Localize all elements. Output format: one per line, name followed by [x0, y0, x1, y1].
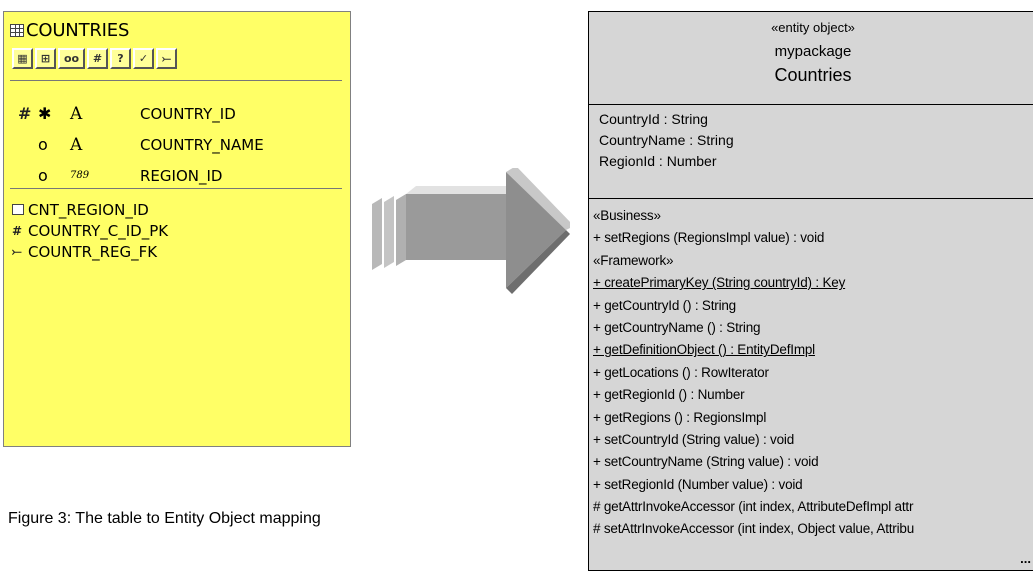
primary-key-icon: # [12, 223, 23, 238]
constraint-name: COUNTRY_C_ID_PK [28, 221, 169, 240]
table-column-row: o A COUNTRY_NAME [18, 129, 264, 160]
operation-group-stereotype: «Business» [593, 208, 661, 223]
entity-class-box: «entity object» mypackage Countries Coun… [588, 11, 1033, 571]
entity-operation: + setRegionId (Number value) : void [593, 476, 803, 492]
entity-operation: + getLocations () : RowIterator [593, 364, 769, 380]
entity-attribute: CountryName : String [599, 132, 734, 148]
index-icon[interactable]: ⊞ [35, 48, 56, 69]
entity-stereotype: «entity object» [771, 20, 855, 35]
mandatory-symbol: ✱ [38, 104, 52, 123]
entity-attribute: CountryId : String [599, 111, 708, 127]
more-ellipsis: ... [1020, 551, 1031, 566]
figure-caption: Figure 3: The table to Entity Object map… [8, 510, 321, 527]
key-symbol: # [18, 104, 32, 123]
table-icon [10, 23, 24, 37]
entity-operation: + getCountryId () : String [593, 297, 736, 313]
entity-header: «entity object» mypackage Countries [589, 12, 1033, 105]
constraint-name: COUNTR_REG_FK [28, 242, 158, 261]
table-constraint-row: CNT_REGION_ID [12, 199, 168, 220]
table-name: COUNTRIES [26, 19, 130, 41]
entity-name: Countries [774, 65, 852, 85]
entity-operation: + getDefinitionObject () : EntityDefImpl [593, 342, 815, 358]
entity-operation: + createPrimaryKey (String countryId) : … [593, 275, 846, 291]
mandatory-symbol: o [38, 166, 48, 185]
entity-operation: + setRegions (RegionsImpl value) : void [593, 230, 825, 246]
table-column-row: o 789 REGION_ID [18, 160, 264, 191]
table-column-row: # ✱ A COUNTRY_ID [18, 98, 264, 129]
entity-attribute: RegionId : Number [599, 153, 717, 169]
mandatory-symbol: o [38, 135, 48, 154]
column-name: COUNTRY_ID [140, 104, 236, 123]
entity-operations: «Business» + setRegions (RegionsImpl valu… [589, 199, 1033, 541]
table-constraint-row: ⤚ COUNTR_REG_FK [12, 241, 168, 262]
constraint-name: CNT_REGION_ID [28, 200, 149, 219]
check-icon[interactable]: ✓ [133, 48, 154, 69]
entity-operation: + getRegions () : RegionsImpl [593, 409, 767, 425]
constraint-list: CNT_REGION_ID # COUNTRY_C_ID_PK ⤚ COUNTR_REG… [12, 199, 168, 262]
divider [10, 80, 342, 81]
table-constraint-row: # COUNTRY_C_ID_PK [12, 220, 168, 241]
table-toolbar: ▦ ⊞ oo # ? ✓ ⤚ [12, 48, 177, 69]
grid-icon[interactable]: ▦ [12, 48, 33, 69]
key-question-icon[interactable]: ? [110, 48, 131, 69]
entity-package: mypackage [774, 43, 852, 60]
foreign-key-icon[interactable]: ⤚ [156, 48, 177, 69]
foreign-key-icon: ⤚ [12, 244, 22, 258]
entity-operation: + setCountryId (String value) : void [593, 431, 795, 447]
entity-operation: # setAttrInvokeAccessor (int index, Obje… [593, 521, 915, 537]
column-name: REGION_ID [140, 166, 223, 185]
operation-group-stereotype: «Framework» [593, 252, 674, 268]
table-title-row: COUNTRIES [10, 18, 129, 42]
entity-operation: + getRegionId () : Number [593, 387, 745, 403]
datatype-icon: A [70, 103, 83, 124]
mapping-arrow [370, 166, 574, 308]
datatype-icon: 789 [70, 170, 90, 181]
glasses-icon[interactable]: oo [58, 48, 85, 69]
hash-icon[interactable]: # [87, 48, 108, 69]
entity-operation: + getCountryName () : String [593, 319, 761, 335]
column-name: COUNTRY_NAME [140, 135, 264, 154]
index-icon [12, 204, 24, 215]
datatype-icon: A [70, 134, 83, 155]
entity-operation: + setCountryName (String value) : void [593, 454, 819, 470]
entity-operation: # getAttrInvokeAccessor (int index, Attr… [593, 499, 914, 515]
divider [10, 188, 342, 189]
